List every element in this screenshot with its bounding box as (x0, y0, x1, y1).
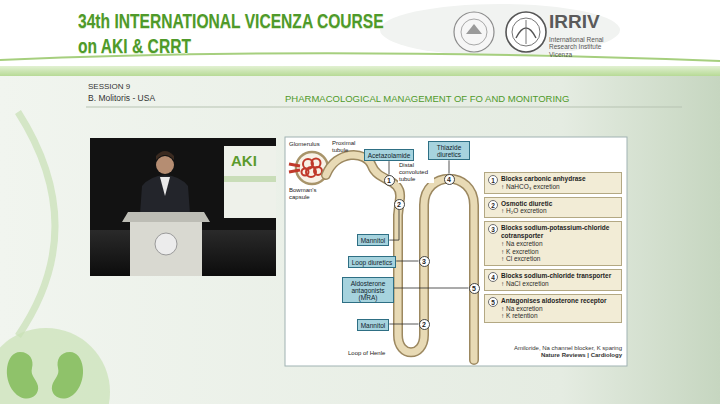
mechanism-heading: Blocks sodium-chloride transporter (501, 272, 618, 280)
speaker-name: B. Molitoris - USA (88, 94, 155, 104)
footnote: Amiloride, Na channel blocker, K sparing (514, 345, 622, 352)
effect-line: ↑ Cl excretion (501, 255, 618, 263)
drug-name: Mannitol (361, 322, 386, 329)
callout-number: 4 (488, 272, 498, 282)
drug-box: Loop diuretics (348, 256, 396, 268)
effect-line: ↑ Na excretion (501, 240, 618, 248)
drug-name: Loop diuretics (352, 259, 392, 266)
effect-line: ↑ H₂O excretion (501, 207, 618, 215)
callout-circle: 3 (419, 256, 430, 267)
drug-name: Aldosterone antagonists (MRA) (346, 280, 390, 301)
drug-box: Aldosterone antagonists (MRA) (342, 277, 394, 303)
callout-number: 2 (488, 200, 498, 210)
connector-line (389, 210, 399, 241)
session-label: SESSION 9 (88, 82, 130, 91)
effect-line: ↑ NaCl excretion (501, 280, 618, 288)
drug-box: Thiazide diuretics (428, 141, 470, 160)
drug-box: Mannitol (357, 234, 390, 246)
connector-line (396, 261, 418, 262)
effect-line: ↑ K retention (501, 312, 618, 320)
callout-number: 3 (419, 256, 430, 267)
callout-number: 2 (394, 199, 405, 210)
callout-number: 1 (488, 175, 498, 185)
course-title: 34th INTERNATIONAL VICENZA COURSE (78, 10, 384, 33)
callout-number: 5 (469, 283, 480, 294)
callout-number: 5 (488, 297, 498, 307)
callout-circle: 2 (419, 319, 430, 330)
connector-line (389, 324, 418, 325)
drug-name: Mannitol (361, 237, 386, 244)
connector-line (449, 160, 450, 173)
effect-line: ↑ Na excretion (501, 305, 618, 313)
callout-circle: 2 (394, 199, 405, 210)
callout-number: 4 (444, 174, 455, 185)
callout-circle: 1 (384, 175, 395, 186)
effect-line: ↑ NaHCO₃ excretion (501, 183, 618, 191)
connector-line (389, 161, 390, 174)
mechanism-heading: Antagonises aldosterone receptor (501, 297, 618, 305)
part-label: Distal convoluted tubule (398, 162, 434, 183)
callout-number: 3 (488, 224, 498, 234)
nephron-illustration (289, 152, 474, 360)
talk-title: PHARMACOLOGICAL MANAGEMENT OF FO AND MON… (285, 94, 569, 105)
mechanism-heading: Osmotic diuretic (501, 200, 618, 208)
drug-box: Mannitol (357, 319, 390, 331)
effect-line: ↑ K excretion (501, 248, 618, 256)
logo-name: IRRIV (549, 11, 600, 33)
mechanism-box: 5Antagonises aldosterone receptor↑ Na ex… (484, 294, 622, 323)
drug-name: Acetazolamide (368, 152, 411, 159)
mechanism-box: 3Blocks sodium-potassium-chloride cotran… (484, 221, 622, 266)
screen-text: AKI (231, 152, 257, 169)
callout-circle: 5 (469, 283, 480, 294)
callout-number: 2 (419, 319, 430, 330)
course-subtitle: on AKI & CRRT (78, 35, 191, 58)
drug-box: Acetazolamide (364, 149, 415, 161)
callout-number: 1 (384, 175, 395, 186)
drug-name: Thiazide diuretics (432, 144, 466, 158)
mechanism-heading: Blocks sodium-potassium-chloride cotrans… (501, 224, 618, 240)
part-label: Glomerulus (289, 141, 320, 148)
source-credit: Nature Reviews | Cardiology (541, 352, 622, 359)
mechanism-box: 2Osmotic diuretic↑ H₂O excretion (484, 197, 622, 219)
mechanism-heading: Blocks carbonic anhydrase (501, 175, 618, 183)
connector-line (394, 288, 469, 289)
callout-circle: 4 (444, 174, 455, 185)
mechanism-box: 4Blocks sodium-chloride transporter↑ NaC… (484, 269, 622, 291)
part-label: Proximal tubule (332, 140, 362, 154)
part-label: Bowman's capsule (289, 187, 323, 201)
mechanism-box: 1Blocks carbonic anhydrase↑ NaHCO₃ excre… (484, 172, 622, 194)
logo-caption: International Renal Research Institute V… (549, 36, 615, 58)
part-label: Loop of Henle (348, 350, 385, 357)
